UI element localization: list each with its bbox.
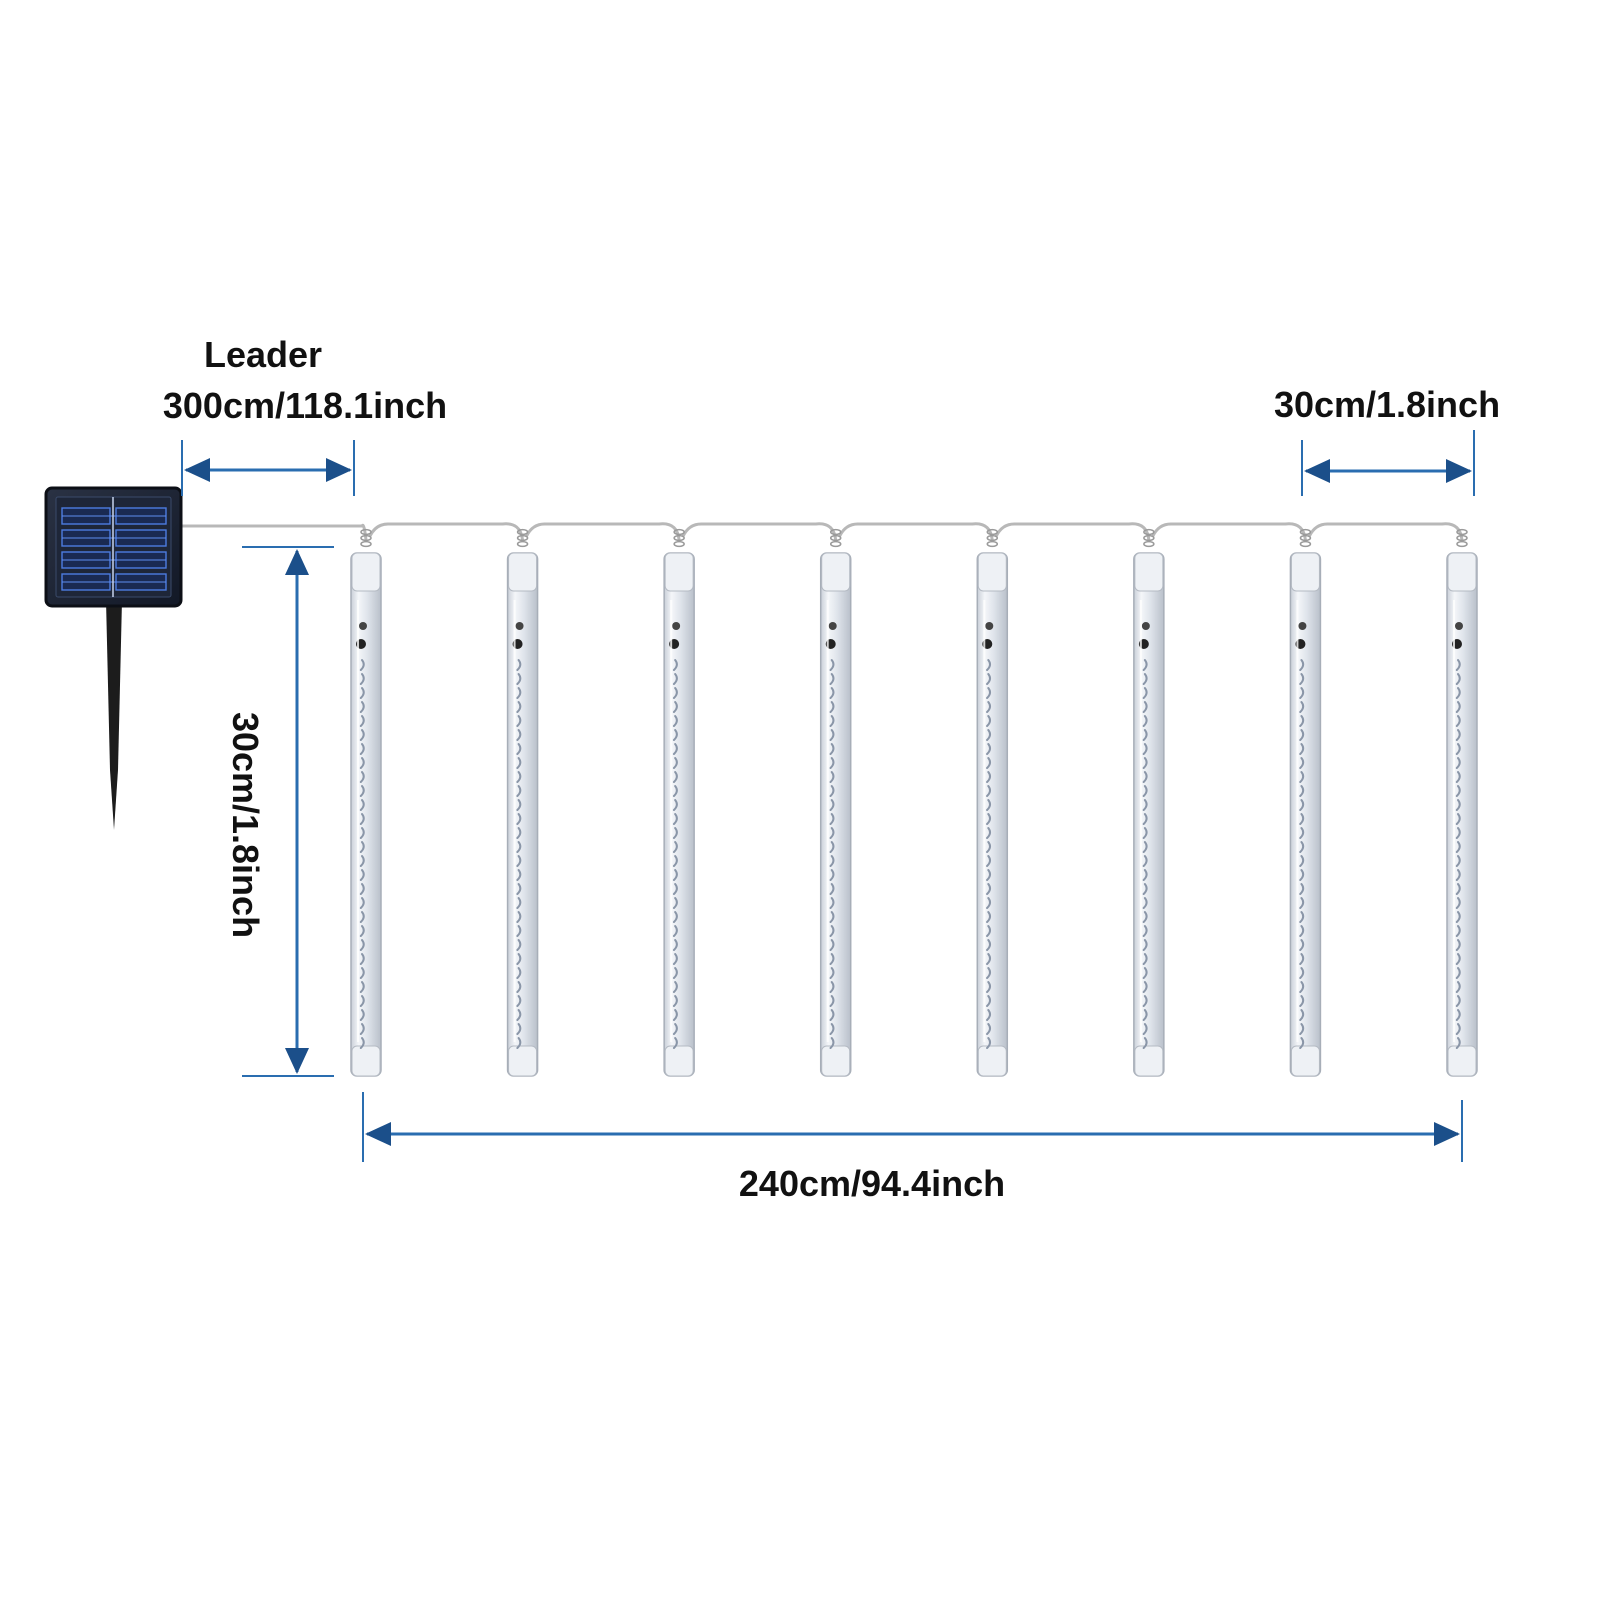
connecting-wire [181,522,1464,541]
meteor-tube [819,528,852,1077]
meteor-tube [1133,528,1165,1077]
tube-length-dimension [242,546,334,1077]
ground-stake-icon [106,600,122,830]
total-width-dimension [362,1092,1463,1162]
meteor-tube [1289,528,1322,1077]
meteor-tube [1446,528,1478,1077]
solar-cells [61,507,167,591]
spacing-dimension [1301,430,1475,496]
meteor-tube [976,528,1009,1077]
total-width-label: 240cm/94.4inch [739,1163,1005,1204]
tube-length-label: 30cm/1.8inch [225,712,266,938]
meteor-tube [663,528,695,1077]
spacing-label: 30cm/1.8inch [1274,384,1500,425]
meteor-tube [350,528,382,1077]
solar-panel-icon [44,486,183,830]
meteor-tube [506,528,539,1077]
leader-dimension [181,440,355,496]
meteor-tubes [350,528,1478,1077]
leader-title-label: Leader [204,334,322,375]
leader-length-label: 300cm/118.1inch [163,385,447,426]
